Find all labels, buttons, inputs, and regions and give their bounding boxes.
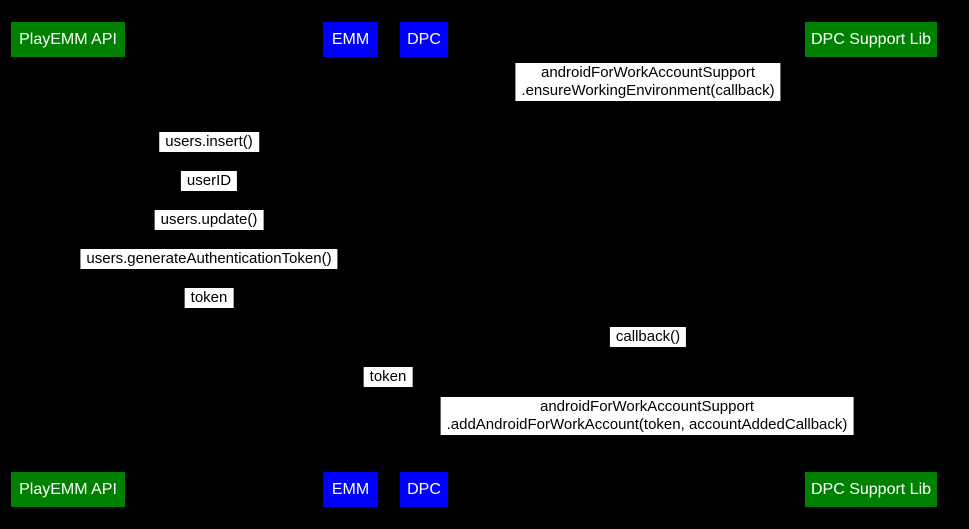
message-line: token xyxy=(369,368,407,385)
participant-dpc-top: DPC xyxy=(400,22,448,57)
message-line: androidForWorkAccountSupport xyxy=(540,398,754,415)
message-line: callback() xyxy=(615,328,681,345)
message-line: users.update() xyxy=(160,211,258,228)
message-users-update: users.update() xyxy=(154,210,264,230)
message-line: androidForWorkAccountSupport xyxy=(540,64,755,81)
message-line: users.insert() xyxy=(165,133,253,150)
message-add-android-for-work-account: androidForWorkAccountSupport .addAndroid… xyxy=(440,397,854,435)
participant-playemm-api-top: PlayEMM API xyxy=(11,22,125,57)
participant-dpc-support-lib-bottom: DPC Support Lib xyxy=(805,472,937,507)
message-line: userID xyxy=(186,172,232,189)
participant-emm-bottom: EMM xyxy=(323,472,378,507)
message-line: .ensureWorkingEnvironment(callback) xyxy=(521,82,775,99)
message-ensure-working-environment: androidForWorkAccountSupport .ensureWork… xyxy=(515,63,781,101)
message-line: token xyxy=(190,289,228,306)
message-users-insert: users.insert() xyxy=(159,132,259,152)
participant-playemm-api-bottom: PlayEMM API xyxy=(11,472,125,507)
message-callback: callback() xyxy=(609,327,687,347)
message-token-response: token xyxy=(184,288,234,308)
message-user-id: userID xyxy=(180,171,238,191)
message-token-forward: token xyxy=(363,367,413,387)
message-line: users.generateAuthenticationToken() xyxy=(86,250,332,267)
participant-dpc-bottom: DPC xyxy=(400,472,448,507)
participant-dpc-support-lib-top: DPC Support Lib xyxy=(805,22,937,57)
message-line: .addAndroidForWorkAccount(token, account… xyxy=(446,416,848,433)
participant-emm-top: EMM xyxy=(323,22,378,57)
message-users-generate-authentication-token: users.generateAuthenticationToken() xyxy=(80,249,338,269)
